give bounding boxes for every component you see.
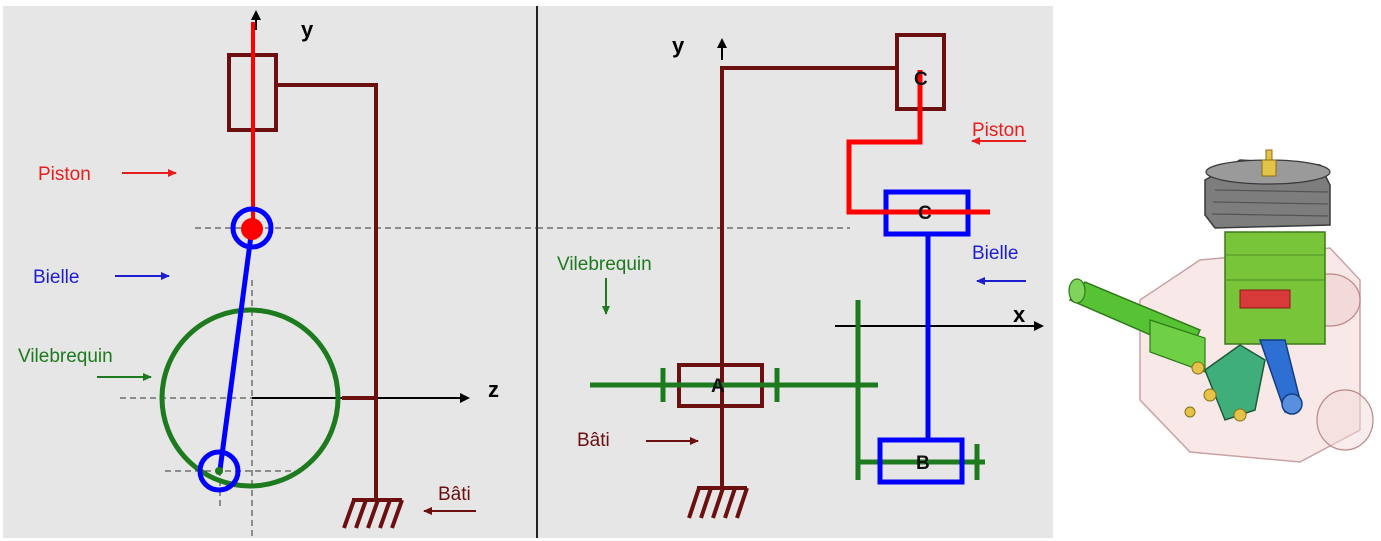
left-crank-pin [215,467,223,475]
left-piston-label: Piston [38,164,91,185]
left-y-axis-label: y [301,17,314,42]
left-vilebrequin-label: Vilebrequin [18,346,113,367]
right-bielle-label: Bielle [972,243,1018,264]
z-axis-label: z [488,377,499,402]
left-crankshaft-circle [159,307,341,489]
left-view: z y Piston Bielle Vilebrequin [18,10,850,540]
left-piston-pin [241,218,263,240]
right-x-axis-label: x [1013,302,1026,327]
right-piston-label: Piston [972,120,1025,141]
left-bati-label: Bâti [438,484,471,505]
left-bielle-label: Bielle [33,267,79,288]
right-view: y x [557,33,1044,519]
point-c-mid-label: C [918,203,932,224]
right-piston [846,70,990,215]
right-bati-label: Bâti [577,430,610,451]
point-a-label: A [711,376,725,397]
right-y-axis-label: y [672,33,685,58]
left-piston-pin-ring [230,206,274,250]
point-b-label: B [916,453,930,474]
engine-3d-cutaway-icon [1068,149,1374,463]
point-c-top-label: C [914,69,928,90]
left-connecting-rod [217,227,255,471]
right-vilebrequin-label: Vilebrequin [557,254,652,275]
left-crank-pin-ring [197,449,241,493]
